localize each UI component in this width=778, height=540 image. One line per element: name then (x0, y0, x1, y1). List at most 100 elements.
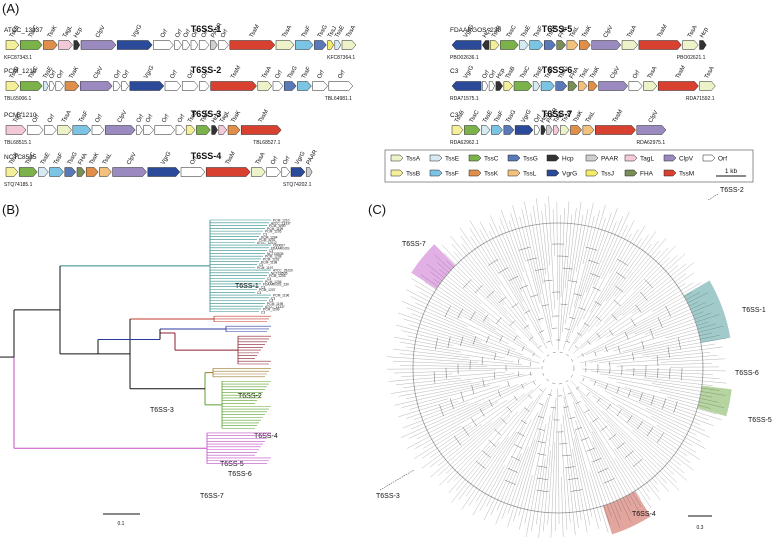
locus-end: TBL68527.1 (253, 140, 280, 146)
tree-c-branch (624, 387, 717, 415)
tree-c-branch (606, 282, 694, 338)
tree-c-branch (394, 373, 533, 406)
tree-c-branch (489, 223, 523, 293)
tree-c-branch (585, 301, 699, 355)
tree-c-branch (667, 396, 711, 409)
tree-c-branch (552, 209, 555, 257)
gene-tssl (582, 125, 595, 135)
tree-c-branch (427, 264, 522, 339)
gene-tsse (519, 40, 529, 50)
tree-c-branch (644, 311, 704, 335)
legend-label: Hcp (562, 156, 574, 163)
tree-c-branch (566, 212, 612, 342)
legend-swatch (624, 169, 638, 177)
tree-c-branch (614, 458, 641, 500)
gene-tssl (99, 167, 112, 177)
tree-c-branch (583, 220, 635, 320)
tree-c-branch (459, 227, 501, 286)
gene-label: ClpV (117, 110, 129, 124)
tree-c-branch (536, 459, 546, 525)
tree-c-branch (398, 373, 524, 397)
tree-c-branch (406, 383, 481, 399)
tree-c-branch (580, 244, 652, 338)
legend-item-tssc: TssC (468, 154, 499, 163)
gene-label: TssM (675, 65, 687, 80)
gene-label: TssL (102, 152, 114, 166)
clade-label: T6SS-4 (254, 433, 278, 440)
gene-clpv (636, 125, 667, 135)
legend-item-orf: Orf (702, 154, 727, 163)
gene-tssk (85, 167, 99, 177)
tree-c-branch (401, 385, 491, 408)
panel-label-b: (B) (2, 202, 19, 217)
tree-c-branch (563, 204, 606, 350)
tree-c-branch (597, 272, 695, 341)
tree-c-scale-label: 0.3 (697, 525, 704, 531)
legend-label: ClpV (679, 156, 694, 163)
gene-tssk (570, 125, 583, 135)
gene-paar (210, 40, 218, 50)
gene-label: TssL (585, 110, 597, 124)
gene-label: TssA (704, 66, 716, 80)
tree-c-branch (406, 400, 459, 419)
gene-orf (113, 81, 121, 91)
tree-c-branch (530, 213, 544, 285)
locus-end: PBO02621.1 (677, 55, 706, 61)
gene-fha (556, 40, 567, 50)
gene-paar (305, 167, 313, 177)
tree-c-branch (589, 471, 609, 533)
gene-label: Orf (190, 155, 200, 166)
tree-c-branch (518, 431, 542, 516)
tree-c-branch (446, 448, 481, 484)
tree-c-branch (580, 265, 679, 349)
tree-c-branch (565, 215, 584, 324)
gene-orf (533, 125, 541, 135)
tree-c-branch (586, 388, 691, 464)
leaf-label: NCTC8535 (271, 271, 288, 275)
leaf-label: PCM_1198 (261, 260, 277, 264)
tree-c-branch (634, 302, 707, 335)
tree-c-branch (411, 278, 496, 331)
gene-orf (91, 125, 105, 135)
tree-c-branch (590, 422, 642, 508)
gene-tssk (588, 81, 598, 91)
tree-c-branch (479, 465, 505, 512)
gene-tssc (196, 125, 211, 135)
cluster-strain: NCTC8535 (4, 154, 37, 161)
tree-c-branch (593, 216, 624, 286)
legend-label: TssE (445, 156, 460, 163)
legend-label: Orf (718, 156, 727, 163)
tree-c-branch (512, 205, 541, 304)
gene-orf (488, 81, 496, 91)
leaf-label: PCM_1196 (273, 294, 289, 298)
gene-tssf (529, 40, 544, 50)
tree-c-branch (407, 379, 537, 449)
tree-c-branch (592, 395, 682, 466)
tree-c-branch (613, 321, 709, 352)
gene-tssc (513, 81, 533, 91)
tree-c-branch (651, 383, 726, 396)
tree-c-branch (568, 225, 646, 352)
tree-c-branch (615, 292, 693, 336)
gene-label: Orf (95, 113, 105, 124)
gene-label: TssE (482, 110, 494, 124)
tree-c-branch (631, 393, 709, 420)
legend-item-tssb: TssB (390, 169, 420, 178)
legend-swatch (663, 154, 677, 162)
gene-label: Orf (145, 113, 155, 124)
tree-c-branch (468, 431, 517, 506)
leaf-label: PCM_1195 (267, 302, 283, 306)
gene-orf (55, 81, 65, 91)
legend-item-tssl: TssL (507, 169, 537, 178)
tree-c-branch (415, 302, 469, 328)
gene-label: Orf (201, 28, 211, 39)
legend-item-vgrg: VgrG (546, 169, 577, 178)
tree-c-clade-label-t6ss-1: T6SS-1 (742, 307, 766, 314)
leaf-label: PCM_1204 (261, 235, 278, 239)
leaf-label: PCM_1206 (265, 280, 282, 284)
gene-label: Orf (175, 28, 185, 39)
tree-c-branch (469, 228, 500, 276)
tree-c-branch (576, 211, 630, 327)
gene-label: Orf (482, 69, 492, 80)
